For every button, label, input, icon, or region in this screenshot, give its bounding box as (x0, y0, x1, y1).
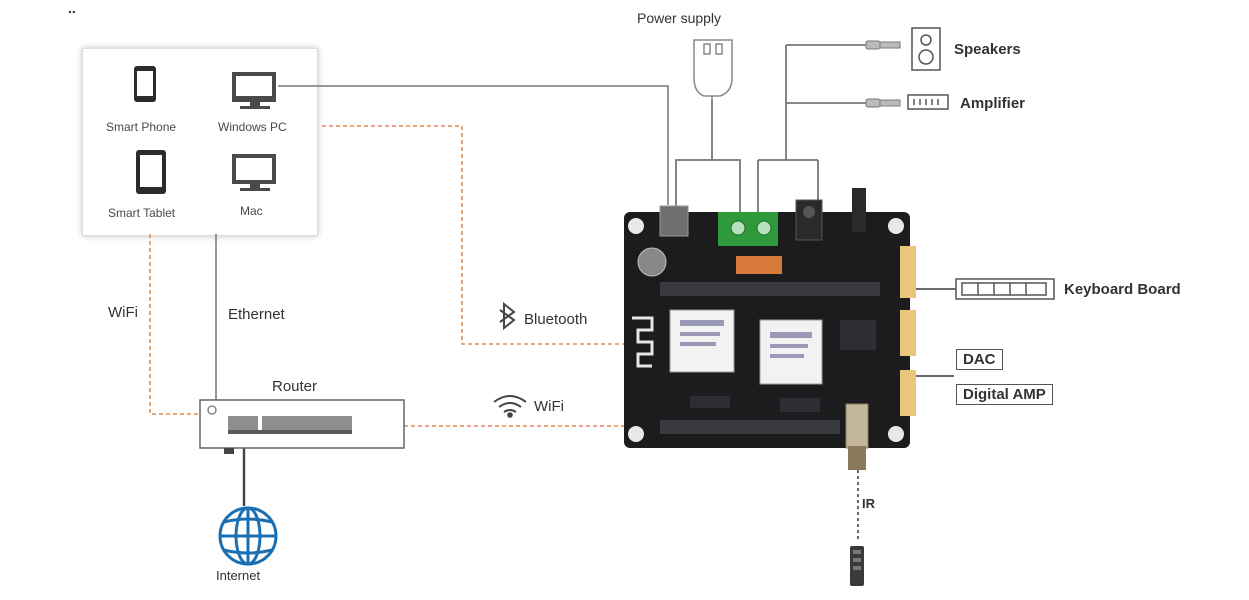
amplifier-icon (907, 94, 949, 110)
speaker-amp-lines (757, 44, 866, 215)
smart-phone-label: Smart Phone (106, 120, 177, 134)
wifi-icon (493, 395, 527, 418)
bluetooth-label: Bluetooth (524, 311, 588, 328)
dac-label: DAC (956, 349, 1003, 370)
keyboard-board-label: Keyboard Board (1064, 281, 1181, 298)
desktop-pc-icon (232, 72, 276, 109)
wifi-router-label: WiFi (534, 398, 564, 415)
amplifier-jack-icon (865, 98, 901, 108)
router-label: Router (272, 378, 318, 395)
mac-label: Mac (240, 204, 263, 218)
power-supply-label: Power supply (637, 10, 722, 26)
phone-icon (134, 66, 156, 102)
keyboard-board-icon (955, 278, 1055, 300)
speaker-jack-icon (865, 40, 901, 50)
power-supply-line (675, 100, 741, 215)
internet-label: Internet (216, 568, 261, 583)
top-marker: .. (68, 0, 76, 16)
wifi-dashed-line-left (149, 234, 204, 415)
main-board (624, 188, 916, 470)
bluetooth-dashed-line (322, 125, 624, 345)
ir-remote-icon (850, 546, 864, 586)
tablet-icon (136, 150, 166, 194)
pc-to-board-line (278, 85, 669, 205)
power-plug-icon (693, 39, 733, 102)
speaker-icon (911, 27, 941, 71)
ethernet-label: Ethernet (228, 306, 285, 323)
router (199, 399, 405, 454)
mac-monitor-icon (232, 154, 276, 191)
smart-tablet-label: Smart Tablet (108, 206, 176, 220)
wifi-left-label: WiFi (108, 304, 138, 321)
amplifier-label: Amplifier (960, 95, 1026, 112)
digital-amp-label: Digital AMP (956, 384, 1053, 405)
globe-icon (218, 506, 278, 566)
windows-pc-label: Windows PC (218, 120, 287, 134)
bluetooth-icon (499, 301, 516, 331)
ir-label: IR (862, 496, 875, 511)
speakers-label: Speakers (954, 41, 1021, 58)
